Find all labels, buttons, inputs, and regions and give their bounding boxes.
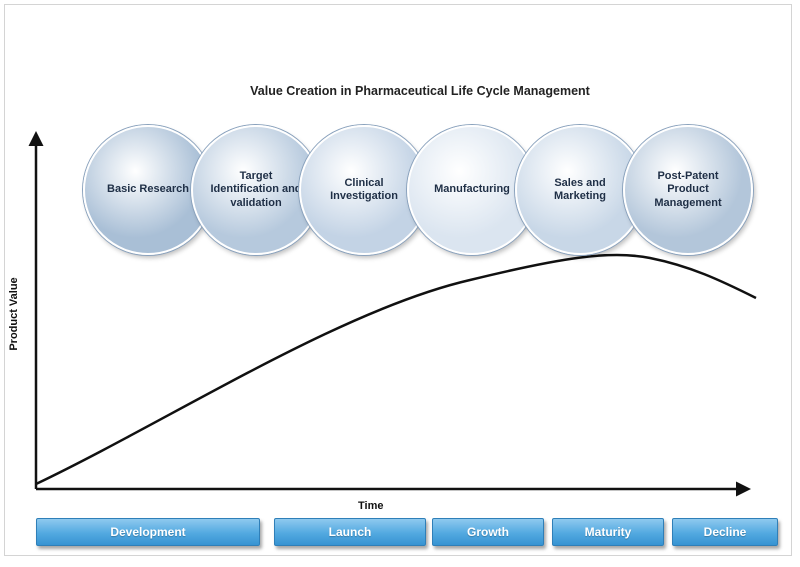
stage-label: Post-Patent Product Management [654, 170, 722, 209]
phase-maturity: Maturity [552, 518, 664, 546]
phase-decline: Decline [672, 518, 778, 546]
stage-post-patent-management: Post-Patent Product Management [623, 125, 753, 255]
phase-growth: Growth [432, 518, 544, 546]
diagram-frame [4, 4, 792, 556]
stage-label: Manufacturing [434, 183, 510, 196]
stage-label: Sales and Marketing [554, 176, 606, 202]
stage-basic-research: Basic Research [83, 125, 213, 255]
x-axis-label: Time [358, 500, 384, 512]
phase-development: Development [36, 518, 260, 546]
stage-clinical-investigation: Clinical Investigation [299, 125, 429, 255]
stage-label: Basic Research [107, 183, 189, 196]
stage-label: Target Identification and validation [210, 170, 302, 209]
phase-launch: Launch [274, 518, 426, 546]
y-axis-label: Product Value [8, 277, 20, 351]
product-value-curve [35, 253, 757, 486]
diagram-title: Value Creation in Pharmaceutical Life Cy… [250, 84, 590, 98]
stage-label: Clinical Investigation [330, 176, 398, 202]
